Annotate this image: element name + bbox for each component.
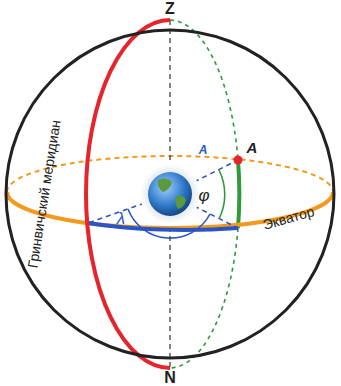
meridian-label: Гринвичский меридиан	[25, 119, 62, 269]
angle-label: φ	[198, 187, 209, 204]
pole-label: N	[164, 370, 176, 386]
angle-label: λ	[117, 210, 125, 227]
point-label: A	[199, 144, 208, 156]
phi-arc	[219, 170, 225, 219]
continents	[158, 178, 186, 209]
pole-label: Z	[165, 1, 175, 17]
earth	[148, 172, 192, 216]
star-point	[234, 156, 243, 165]
sphere-outline	[6, 30, 334, 358]
longitude-arc	[88, 223, 238, 230]
earth-halo	[140, 164, 200, 224]
equator-label: Экватор	[261, 204, 316, 232]
point-label: A	[247, 140, 258, 155]
declination-arc	[238, 160, 239, 228]
